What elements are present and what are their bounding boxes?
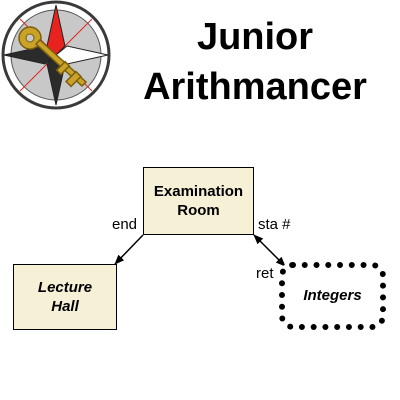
compass-star-key-icon (1, 0, 111, 110)
node-lecture-hall: Lecture Hall (13, 264, 117, 330)
node-integers: Integers (279, 262, 386, 330)
page-title-line1: Junior (196, 16, 314, 58)
edge-exam-to-integers (253, 234, 286, 267)
edge-label-sta: sta # (258, 216, 291, 233)
page-title-line2: Arithmancer (143, 66, 367, 108)
node-examination-room: Examination Room (143, 167, 254, 235)
edge-exam-to-lecture (114, 234, 144, 265)
edge-label-end: end (112, 216, 138, 233)
edge-label-ret: ret (256, 265, 274, 282)
